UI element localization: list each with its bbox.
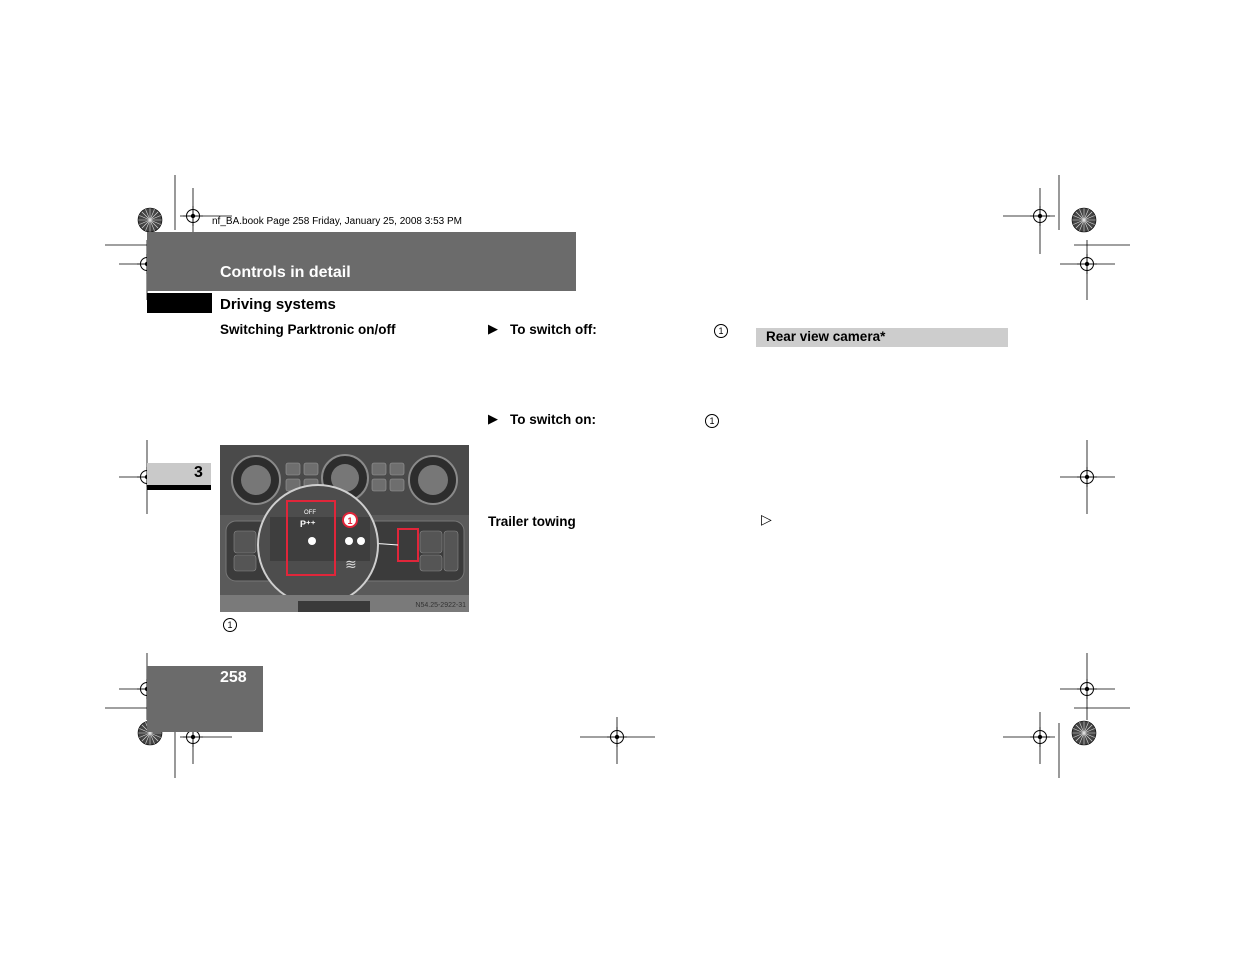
chapter-number: 3 (194, 464, 203, 481)
photo-callout-1: 1 (347, 516, 352, 526)
climate-dial-left-icon (231, 455, 281, 505)
rear-view-camera-bar (756, 328, 1008, 347)
trailer-towing-heading: Trailer towing (488, 514, 576, 529)
parktronic-p-symbol-icon: P⁺⁺ (300, 519, 316, 529)
parktronic-off-symbol-icon: OFF (304, 510, 316, 516)
page-number: 258 (220, 669, 247, 686)
header-bar (147, 232, 576, 291)
page-number-box (147, 666, 263, 732)
book-file-info: nf_BA.book Page 258 Friday, January 25, … (212, 216, 462, 227)
switch-on-callout: 1 (705, 414, 719, 428)
instruction-arrow-icon: ▶ (488, 411, 498, 426)
continued-arrow-icon: ▷ (761, 511, 772, 527)
climate-dial-right-icon (408, 455, 458, 505)
parktronic-heading: Switching Parktronic on/off (220, 322, 396, 337)
caption-callout-1: 1 (223, 618, 237, 632)
switch-on-label: To switch on: (510, 412, 596, 427)
chapter-title: Controls in detail (220, 264, 351, 281)
switch-off-callout: 1 (714, 324, 728, 338)
section-title: Driving systems (220, 296, 336, 313)
chapter-tab (147, 463, 211, 490)
parktronic-control-photo: OFF P⁺⁺ ≋ 1 N54.25-2922-31 (220, 445, 469, 612)
rear-view-camera-heading: Rear view camera* (766, 329, 886, 344)
section-tab-marker (147, 293, 212, 313)
photo-reference-code: N54.25-2922-31 (415, 602, 466, 609)
switch-off-label: To switch off: (510, 322, 597, 337)
instruction-arrow-icon: ▶ (488, 321, 498, 336)
seat-heating-icon: ≋ (345, 556, 357, 572)
